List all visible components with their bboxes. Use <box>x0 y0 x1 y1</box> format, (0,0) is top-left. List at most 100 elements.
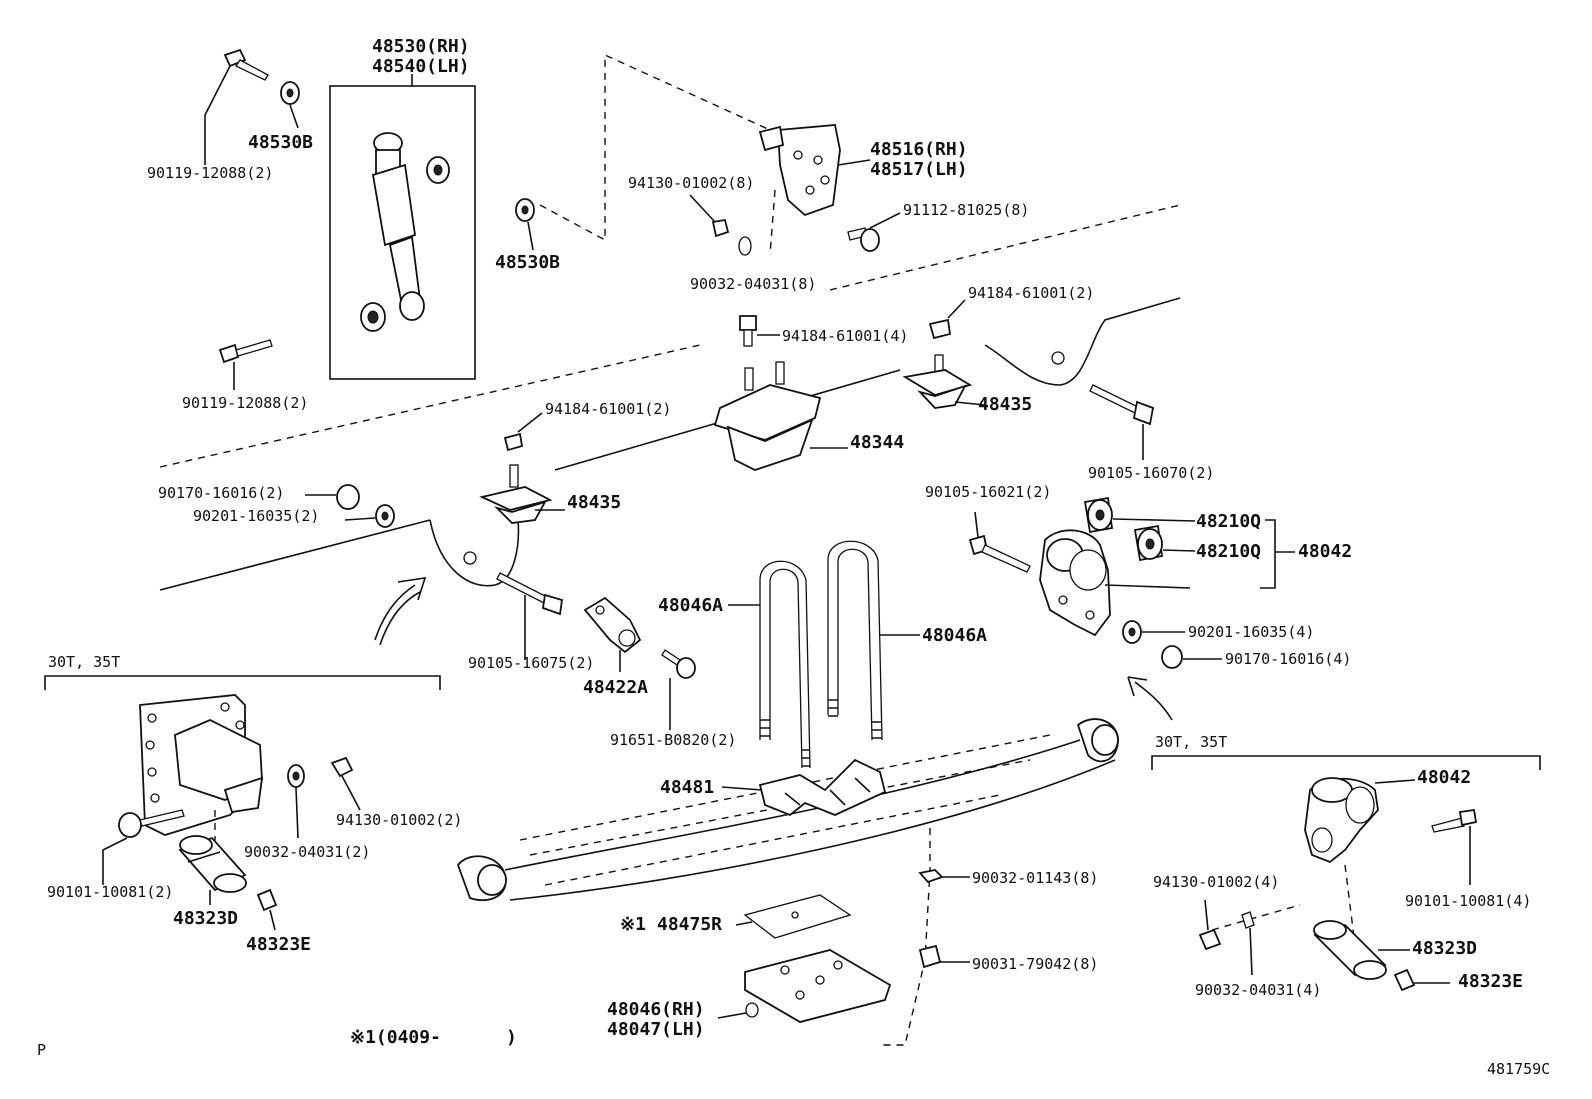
corner-mark: P <box>37 1041 46 1059</box>
nut-bracket-icon <box>689 189 776 256</box>
ubolt-drop-line <box>880 828 931 1046</box>
bolt-shackle-alt-icon <box>1431 808 1478 885</box>
bushing-mid-icon <box>515 53 771 251</box>
label-bolt-shackle-alt: 90101-10081(4) <box>1405 892 1531 910</box>
spring-hanger <box>139 694 264 836</box>
label-bracket-lh: 48517(LH) <box>870 159 968 180</box>
label-nut-bracket: 94130-01002(8) <box>628 174 754 192</box>
nut-shackle-right-icon <box>1161 645 1222 669</box>
bumper-center <box>713 361 848 471</box>
label-bolt-hanger: 90101-10081(2) <box>47 883 173 901</box>
label-seat-spring: 48481 <box>660 777 714 798</box>
label-bushing-a: 48210Q <box>1196 511 1261 532</box>
label-washer-shackle-alt: 90032-04031(4) <box>1195 981 1321 999</box>
arrow-left-icon <box>374 577 427 646</box>
label-nut-hanger: 94130-01002(2) <box>336 811 462 829</box>
label-bracket-small: 48422A <box>583 677 648 698</box>
seat-spring <box>721 758 887 817</box>
label-grease-left: 48323E <box>246 934 311 955</box>
label-washer-bracket: 90032-04031(8) <box>690 275 816 293</box>
bracket-small-icon <box>583 596 642 672</box>
inset-right <box>1151 755 1541 992</box>
nut-hanger-icon <box>330 756 361 811</box>
pin-left-icon <box>178 835 247 905</box>
label-washer-shackle-right: 90201-16035(4) <box>1188 623 1314 641</box>
plate-icon <box>735 894 852 939</box>
label-bracket-rh: 48516(RH) <box>870 139 968 160</box>
nut-bumper-left-icon <box>503 412 543 452</box>
ubolt-right <box>827 540 920 741</box>
washer-shackle-left-icon <box>344 504 395 528</box>
label-seat-lh: 48047(LH) <box>607 1019 705 1040</box>
bolt-shock-top-icon <box>204 48 269 165</box>
label-plate: 48475R <box>657 914 722 935</box>
bolt-hanger-icon <box>102 809 185 885</box>
label-washer-shackle-left: 90201-16035(2) <box>193 507 319 525</box>
bolt-shackle-bushing-icon <box>968 511 1031 573</box>
label-nut-shackle-right: 90170-16016(4) <box>1225 650 1351 668</box>
label-bolt-bumper-center: 94184-61001(4) <box>782 327 908 345</box>
label-washer-hanger: 90032-04031(2) <box>244 843 370 861</box>
bolt-frame-left-icon <box>496 572 564 660</box>
leaf-spring <box>456 718 1119 902</box>
label-bolt-shackle-bushing: 90105-16021(2) <box>925 483 1051 501</box>
label-washer-ubolt: 90032-01143(8) <box>972 869 1098 887</box>
label-bolt-bracket: 91112-81025(8) <box>903 201 1029 219</box>
washer-bracket-icon <box>738 236 752 256</box>
nut-shackle-left-icon <box>305 484 360 510</box>
label-nut-ubolt: 90031-79042(8) <box>972 955 1098 973</box>
label-ubolt-right: 48046A <box>922 625 987 646</box>
inset-right-title: 30T, 35T <box>1155 733 1227 751</box>
label-bushing-b: 48210Q <box>1196 541 1261 562</box>
shackle <box>1039 519 1295 637</box>
bushing-top-icon <box>280 81 300 129</box>
label-nut-shackle-alt: 94130-01002(4) <box>1153 873 1279 891</box>
label-bushing-top: 48530B <box>248 132 313 153</box>
washer-shackle-alt-icon <box>1241 911 1255 976</box>
footnote: ※1(0409- ) <box>350 1027 517 1048</box>
inset-left <box>44 675 441 931</box>
label-bolt-small: 91651-B0820(2) <box>610 731 736 749</box>
label-bolt-frame-left: 90105-16075(2) <box>468 654 594 672</box>
bushing-b-icon <box>1133 524 1196 562</box>
label-grease-right: 48323E <box>1458 971 1523 992</box>
label-bolt-frame-right: 90105-16070(2) <box>1088 464 1214 482</box>
bolt-small-icon <box>661 649 696 730</box>
bumper-right <box>902 354 986 409</box>
label-plate-note-mark: ※1 <box>620 914 646 935</box>
arrow-right-icon <box>1127 676 1173 721</box>
frame-bracket <box>758 124 871 217</box>
label-bushing-mid: 48530B <box>495 252 560 273</box>
grease-right-icon <box>1393 968 1450 992</box>
nut-ubolt-icon <box>918 944 970 969</box>
label-bumper-right: 48435 <box>978 394 1032 415</box>
washer-hanger-icon <box>287 764 305 839</box>
bolt-bracket-icon <box>847 212 901 252</box>
inset-left-title: 30T, 35T <box>48 653 120 671</box>
label-bolt-shock-top: 90119-12088(2) <box>147 164 273 182</box>
nut-bumper-right-icon <box>928 299 966 340</box>
nut-shackle-alt-icon <box>1198 899 1222 951</box>
grease-left-icon <box>256 888 278 931</box>
label-shock-rh: 48530(RH) <box>372 36 470 57</box>
label-bumper-center: 48344 <box>850 432 904 453</box>
label-nut-bumper-right: 94184-61001(2) <box>968 284 1094 302</box>
label-nut-bumper-left: 94184-61001(2) <box>545 400 671 418</box>
washer-ubolt-icon <box>918 869 970 884</box>
label-pin-left: 48323D <box>173 908 238 929</box>
label-ubolt-left: 48046A <box>658 595 723 616</box>
washer-shackle-right-icon <box>1122 620 1185 644</box>
bumper-left <box>479 464 565 524</box>
label-seat-rh: 48046(RH) <box>607 999 705 1020</box>
ubolt-left <box>728 560 811 769</box>
label-bolt-shock-bottom: 90119-12088(2) <box>182 394 308 412</box>
pin-right-icon <box>1313 920 1410 980</box>
shock-absorber-group <box>329 74 476 380</box>
figure-id: 481759C <box>1487 1060 1550 1078</box>
label-shock-lh: 48540(LH) <box>372 56 470 77</box>
label-bumper-left: 48435 <box>567 492 621 513</box>
bolt-frame-right-icon <box>1089 384 1155 460</box>
bolt-shock-bottom-icon <box>218 339 273 390</box>
shock-absorber <box>360 132 450 332</box>
